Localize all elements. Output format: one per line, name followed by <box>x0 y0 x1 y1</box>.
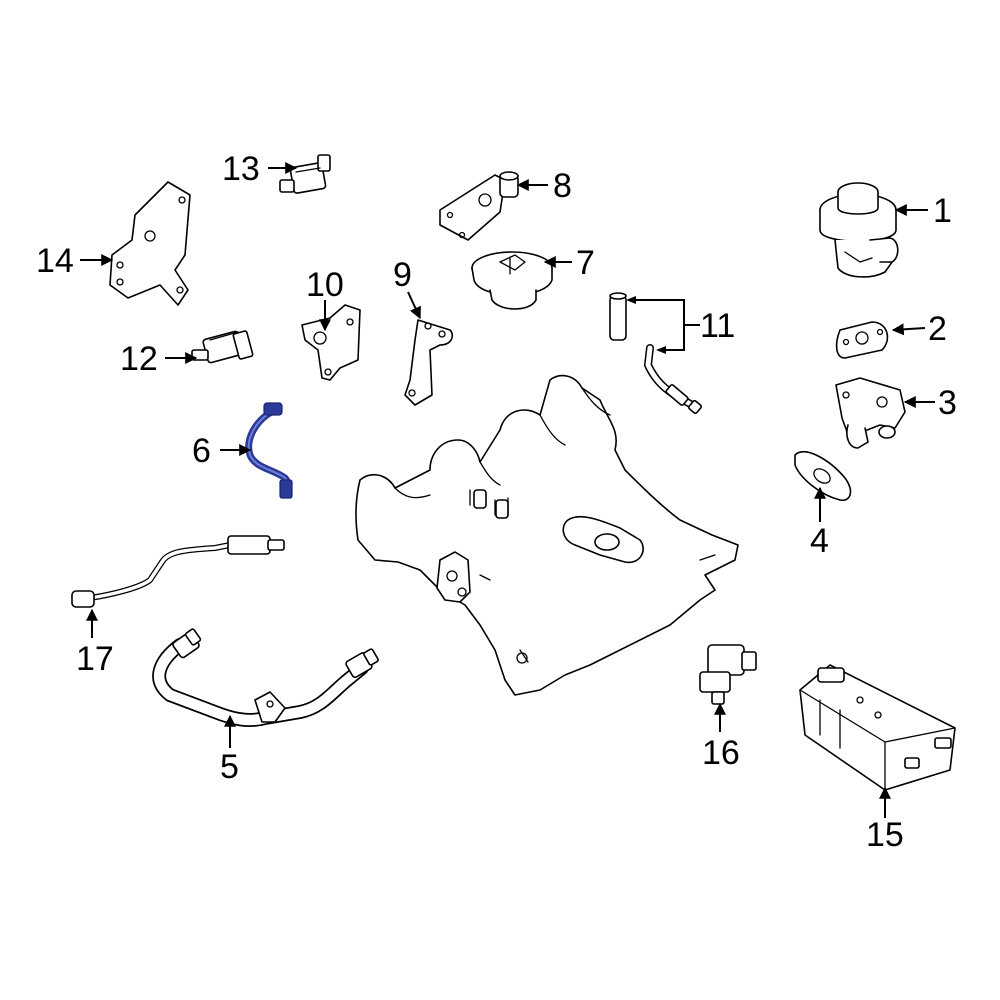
part-2-gasket <box>835 321 889 359</box>
part-11-hose <box>609 292 703 415</box>
callout-4: 4 <box>810 522 829 560</box>
part-10-bracket <box>301 304 361 381</box>
callout-11: 11 <box>700 307 735 345</box>
part-3-adapter <box>835 377 906 449</box>
part-14-bracket <box>109 181 191 306</box>
callout-labels: 1 2 3 4 5 6 7 8 9 10 11 12 13 14 15 16 1… <box>36 150 957 854</box>
part-6-tube-highlighted <box>245 402 293 499</box>
part-4-gasket <box>794 451 852 502</box>
part-7-diaphragm <box>471 251 553 310</box>
callout-12: 12 <box>120 340 158 378</box>
intake-manifold <box>355 374 739 696</box>
leader-11 <box>628 299 700 326</box>
callout-6: 6 <box>192 432 211 470</box>
part-15-canister <box>799 664 956 791</box>
part-5-egr-tube <box>152 628 379 727</box>
callout-9: 9 <box>393 256 412 294</box>
callout-10: 10 <box>306 266 344 304</box>
part-17-sensor <box>71 535 285 608</box>
callout-7: 7 <box>576 244 595 282</box>
callout-17: 17 <box>76 640 114 678</box>
part-1-egr-valve <box>819 182 899 278</box>
leader-11-arrow-bottom <box>656 346 666 354</box>
part-12-valve <box>191 330 254 364</box>
part-16-valve <box>699 644 757 705</box>
callout-2: 2 <box>928 310 947 348</box>
callout-16: 16 <box>702 734 740 772</box>
leader-2 <box>891 323 926 336</box>
leader-11-arrow-top <box>626 296 636 304</box>
callout-1: 1 <box>933 192 952 230</box>
part-8-sensor-bracket <box>439 171 519 241</box>
callout-5: 5 <box>220 748 239 786</box>
leader-9 <box>407 291 421 320</box>
part-13-solenoid <box>279 154 331 194</box>
callout-13: 13 <box>222 150 260 188</box>
callout-8: 8 <box>553 167 572 205</box>
part-9-bracket <box>404 319 454 406</box>
callout-15: 15 <box>866 816 904 854</box>
callout-14: 14 <box>36 242 74 280</box>
callout-3: 3 <box>938 384 957 422</box>
callout-leaders <box>80 162 935 818</box>
leader-11-lower <box>660 325 685 351</box>
